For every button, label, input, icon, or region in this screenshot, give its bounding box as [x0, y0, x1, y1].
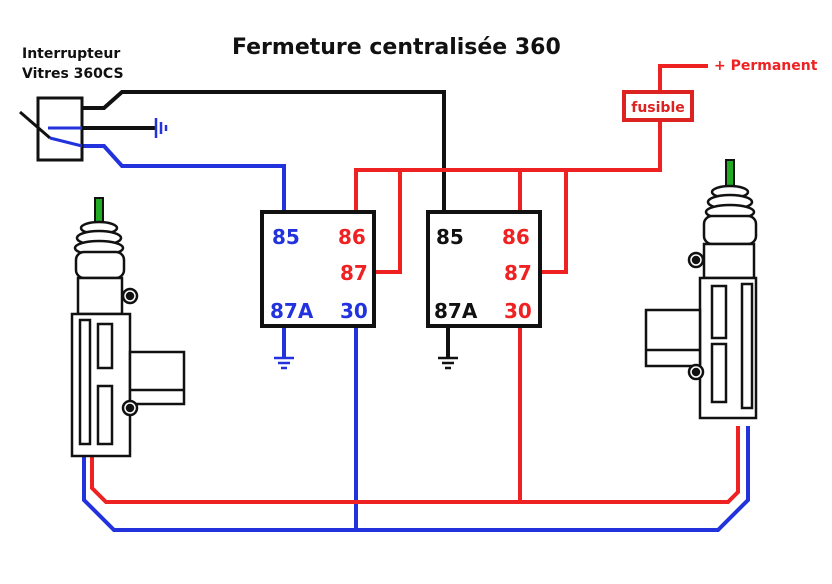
- wire-red-fuse-bus: [354, 120, 662, 212]
- ground-icon: [154, 118, 168, 138]
- ground-icon: [438, 356, 458, 370]
- relay1-pin-86: 86: [338, 225, 366, 249]
- relay1-pin-85: 85: [272, 225, 300, 249]
- relay2-pin-87a: 87A: [434, 299, 478, 323]
- actuator-icon: [70, 197, 186, 458]
- relay2-pin-86: 86: [502, 225, 530, 249]
- switch-label-line2: Vitres 360CS: [22, 66, 124, 82]
- diagram-title: Fermeture centralisée 360: [232, 35, 561, 60]
- wire-red-permanent: [658, 64, 708, 92]
- relay1-pin-87a: 87A: [270, 299, 314, 323]
- relay-2: 85 86 87 87A 30: [426, 210, 542, 328]
- wire-red-relay1-87: [372, 170, 402, 274]
- relay1-pin-87: 87: [340, 261, 368, 285]
- relay1-pin-30: 30: [340, 299, 368, 323]
- ground-icon: [274, 356, 294, 370]
- wire-red-relay2-87: [536, 170, 568, 274]
- relay2-pin-85: 85: [436, 225, 464, 249]
- actuator-icon: [644, 159, 758, 420]
- wire-blue-switch-relay1: [82, 144, 286, 212]
- wire-black-switch-relay2: [82, 90, 446, 212]
- relay-1: 85 86 87 87A 30: [260, 210, 376, 328]
- switch-icon: [19, 96, 84, 162]
- fuse-box: fusible: [622, 90, 694, 122]
- wire-blue-bottom-loop: [82, 426, 750, 532]
- fuse-label: fusible: [631, 100, 685, 116]
- relay2-pin-30: 30: [504, 299, 532, 323]
- switch-label-line1: Interrupteur: [22, 46, 120, 62]
- wire-red-bottom-loop: [90, 426, 740, 504]
- permanent-label: + Permanent: [714, 58, 818, 74]
- wires: [82, 64, 750, 532]
- relay2-pin-87: 87: [504, 261, 532, 285]
